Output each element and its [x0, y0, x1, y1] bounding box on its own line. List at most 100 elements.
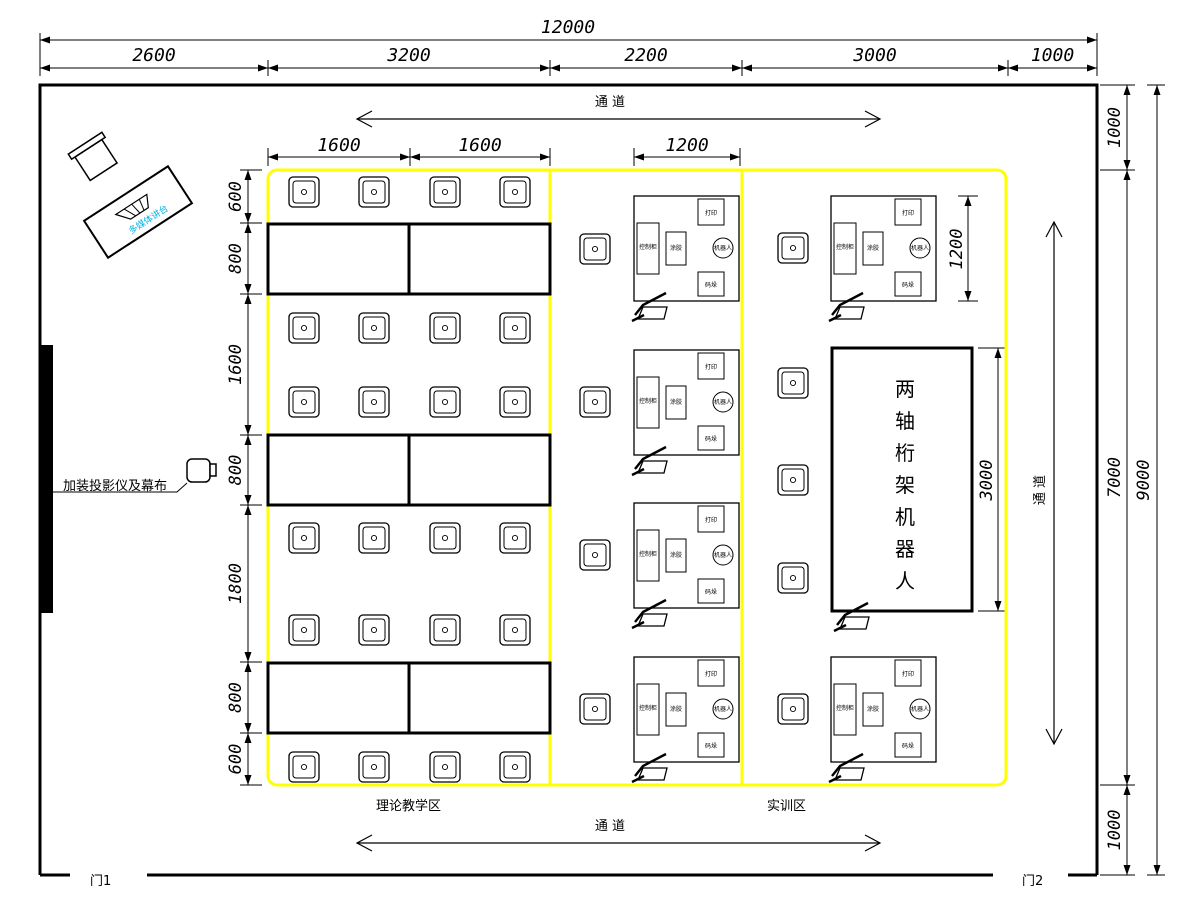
- training-station: 打印控制柜涂胶机器人码垛: [631, 502, 740, 630]
- coating-unit: [665, 231, 687, 266]
- dim-arrowhead: [258, 64, 268, 72]
- dim-right-segment: 1000: [1105, 810, 1125, 851]
- dim-arrowhead: [244, 662, 252, 672]
- control-cabinet-label: 控制柜: [639, 550, 657, 558]
- chair-seat: [583, 697, 607, 721]
- robot-label-char: 人: [895, 569, 915, 593]
- printer-label: 打印: [902, 670, 914, 678]
- chair: [358, 312, 390, 344]
- control-cabinet: [636, 376, 660, 429]
- aisle-right-label: 通 道: [1033, 475, 1048, 505]
- feeding-label: 码垛: [902, 281, 914, 289]
- robot-unit: [712, 237, 734, 259]
- chair-center: [511, 188, 519, 196]
- chair-frame: [288, 614, 320, 646]
- chair: [777, 367, 809, 399]
- printer-label: 打印: [705, 516, 717, 524]
- teach-pendant-cable: [634, 291, 667, 316]
- dim-arrowhead: [540, 64, 550, 72]
- control-cabinet-label: 控制柜: [639, 397, 657, 405]
- chair: [288, 176, 320, 208]
- chair-center: [591, 245, 599, 253]
- teach-pendant-desk: [834, 767, 865, 781]
- chair: [429, 614, 461, 646]
- dim-arrowhead: [410, 153, 420, 161]
- chair-center: [789, 705, 797, 713]
- dim-arrowhead: [1123, 865, 1131, 875]
- chair-seat: [362, 526, 386, 550]
- projector-label: 加装投影仪及幕布: [63, 478, 167, 494]
- teach-pendant-desk: [839, 616, 870, 630]
- chair-center: [591, 398, 599, 406]
- aisle-arrowhead: [355, 834, 373, 852]
- dim-station-height: 1200: [947, 229, 967, 270]
- teach-pendant-cable: [634, 598, 667, 623]
- chair-frame: [429, 614, 461, 646]
- dim-arrowhead: [1153, 865, 1161, 875]
- control-cabinet-label: 控制柜: [639, 704, 657, 712]
- dim-right-segment: 7000: [1105, 457, 1125, 498]
- dim-arrowhead: [1123, 775, 1131, 785]
- chair: [499, 386, 531, 418]
- aisle-arrowhead: [1045, 728, 1063, 746]
- chair-center: [511, 534, 519, 542]
- chair: [429, 522, 461, 554]
- robot-label-char: 架: [895, 473, 915, 497]
- dim-right-segment: 1000: [1105, 107, 1125, 148]
- robot-unit: [712, 698, 734, 720]
- chair: [358, 522, 390, 554]
- chair-frame: [777, 562, 809, 594]
- training-station: 打印控制柜涂胶机器人码垛: [631, 195, 740, 323]
- printer-label: 打印: [902, 209, 914, 217]
- robot-label-char: 器: [895, 537, 915, 561]
- chair-frame: [358, 312, 390, 344]
- coating-unit: [862, 231, 884, 266]
- dim-arrowhead: [244, 495, 252, 505]
- dim-arrowhead: [742, 64, 752, 72]
- robot-unit: [909, 698, 931, 720]
- teach-pendant-desk: [637, 613, 668, 627]
- dim-top-segment: 2600: [132, 45, 175, 66]
- dim-arrowhead: [1153, 85, 1161, 95]
- robot-console: [833, 601, 870, 633]
- aisle-arrowhead: [1045, 220, 1063, 238]
- chair-frame: [777, 693, 809, 725]
- teach-pendant-mark: [631, 620, 645, 630]
- chair-seat: [503, 526, 527, 550]
- chair-center: [300, 398, 308, 406]
- chair-seat: [781, 697, 805, 721]
- chair-frame: [579, 386, 611, 418]
- dim-arrowhead: [550, 64, 560, 72]
- chair-frame: [358, 751, 390, 783]
- chair: [777, 562, 809, 594]
- aisle-arrowhead: [864, 110, 882, 128]
- chair-seat: [503, 618, 527, 642]
- dim-arrowhead: [964, 291, 972, 301]
- dim-arrowhead: [244, 505, 252, 515]
- coating-unit: [665, 692, 687, 727]
- dim-desk-width: 1600: [317, 135, 360, 156]
- teach-pendant-cable: [634, 752, 667, 777]
- door-2-label: 门2: [1022, 874, 1043, 889]
- chair: [358, 176, 390, 208]
- chair-center: [789, 379, 797, 387]
- chair: [288, 751, 320, 783]
- dim-top-segment: 3200: [386, 45, 430, 66]
- feeding-unit: [894, 271, 922, 297]
- chair-seat: [433, 526, 457, 550]
- chair-frame: [777, 464, 809, 496]
- chair-seat: [781, 371, 805, 395]
- chair-seat: [503, 390, 527, 414]
- coating-label: 涂胶: [867, 705, 879, 713]
- dim-arrowhead: [1008, 64, 1018, 72]
- robot-unit-label: 机器人: [911, 244, 929, 252]
- chair-seat: [583, 390, 607, 414]
- chair: [499, 312, 531, 344]
- chair-seat: [583, 237, 607, 261]
- chair-seat: [503, 316, 527, 340]
- chair-center: [300, 188, 308, 196]
- coating-unit: [665, 538, 687, 573]
